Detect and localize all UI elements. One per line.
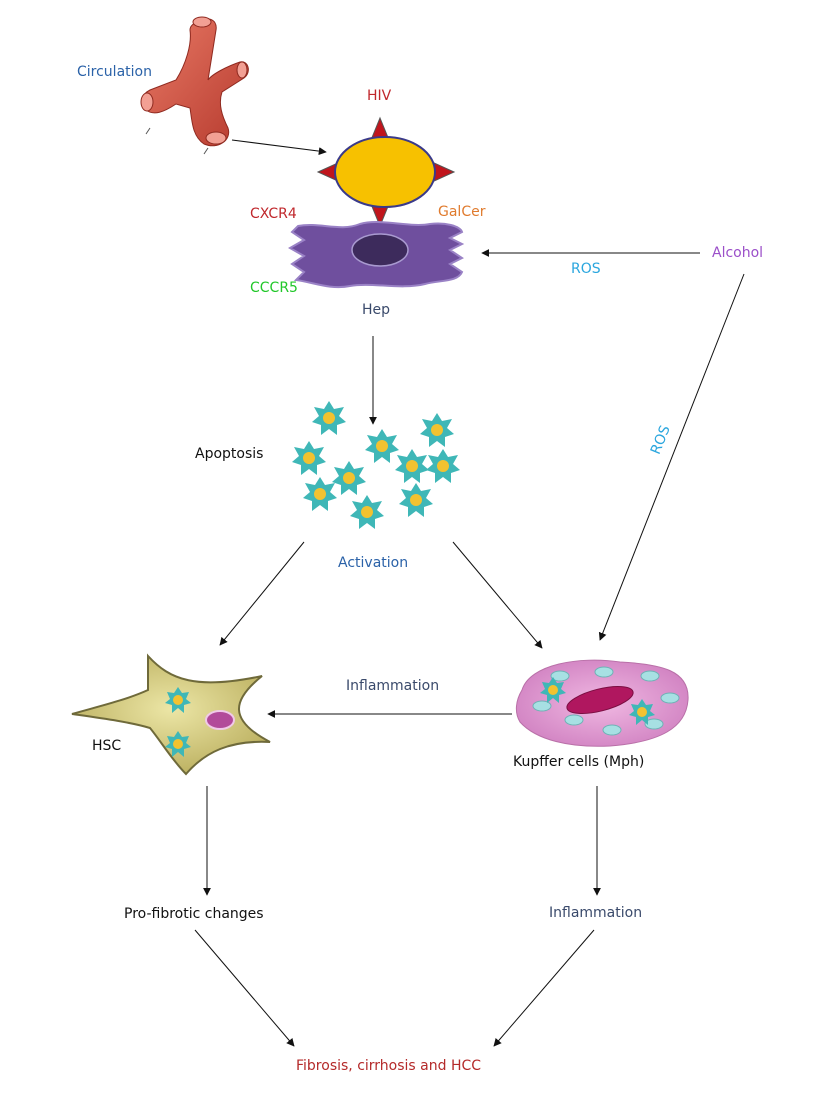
cxcr4-label: CXCR4 bbox=[250, 206, 297, 222]
galcer-label: GalCer bbox=[438, 204, 486, 220]
arrow-inflammation-to-outcome bbox=[493, 929, 595, 1047]
inflammation-mid-label: Inflammation bbox=[346, 678, 440, 694]
cccr5-label: CCCR5 bbox=[250, 280, 298, 296]
hiv-virion-icon bbox=[316, 116, 456, 228]
hepatocyte-icon bbox=[287, 221, 465, 289]
arrow-profibrotic-to-outcome bbox=[194, 929, 295, 1047]
blood-vessel-icon bbox=[140, 16, 249, 155]
arrow-circulation-to-hiv bbox=[231, 139, 327, 156]
apoptotic-cells-icon bbox=[292, 401, 460, 529]
hiv-label: HIV bbox=[367, 88, 392, 104]
profibrotic-label: Pro-fibrotic changes bbox=[124, 906, 264, 922]
arrows bbox=[194, 139, 745, 1047]
arrow-activation-to-kupffer bbox=[452, 541, 543, 649]
arrow-alcohol-to-kupffer bbox=[598, 273, 745, 641]
apoptosis-label: Apoptosis bbox=[195, 446, 264, 462]
alcohol-label: Alcohol bbox=[712, 245, 764, 261]
inflammation-right-label: Inflammation bbox=[549, 905, 643, 921]
hsc-label: HSC bbox=[92, 738, 122, 754]
kupffer-label: Kupffer cells (Mph) bbox=[513, 754, 645, 770]
arrow-activation-to-hsc bbox=[219, 541, 305, 646]
ros-horizontal-label: ROS bbox=[571, 261, 601, 277]
hepatic-stellate-cell-icon bbox=[71, 653, 271, 776]
kupffer-cell-icon bbox=[515, 659, 689, 747]
activation-label: Activation bbox=[338, 555, 409, 571]
circulation-label: Circulation bbox=[77, 64, 152, 80]
outcome-label: Fibrosis, cirrhosis and HCC bbox=[296, 1058, 482, 1074]
hep-label: Hep bbox=[362, 302, 391, 318]
